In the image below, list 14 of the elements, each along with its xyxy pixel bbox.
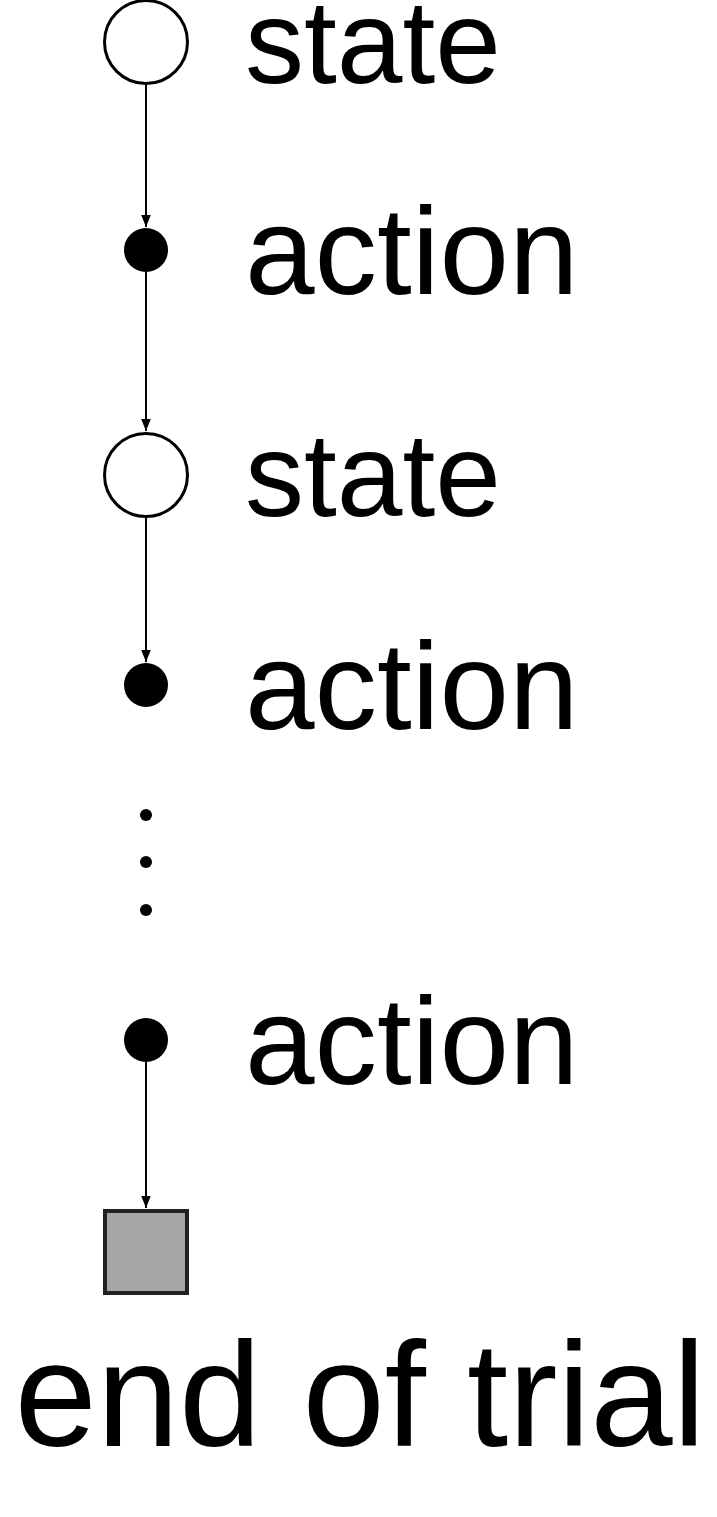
filled-dot (124, 1018, 168, 1062)
node-label: action (245, 977, 579, 1103)
node-label: end of trial (14, 1321, 706, 1469)
node-label: action (245, 622, 579, 748)
node-label: action (245, 187, 579, 313)
arrow (141, 517, 151, 663)
node-label: state (245, 416, 501, 534)
square-box (103, 1209, 189, 1295)
arrow (141, 271, 151, 432)
node-label: state (245, 0, 501, 101)
filled-dot (124, 663, 168, 707)
filled-dot (124, 228, 168, 272)
arrow (141, 84, 151, 228)
arrow (141, 1061, 151, 1209)
